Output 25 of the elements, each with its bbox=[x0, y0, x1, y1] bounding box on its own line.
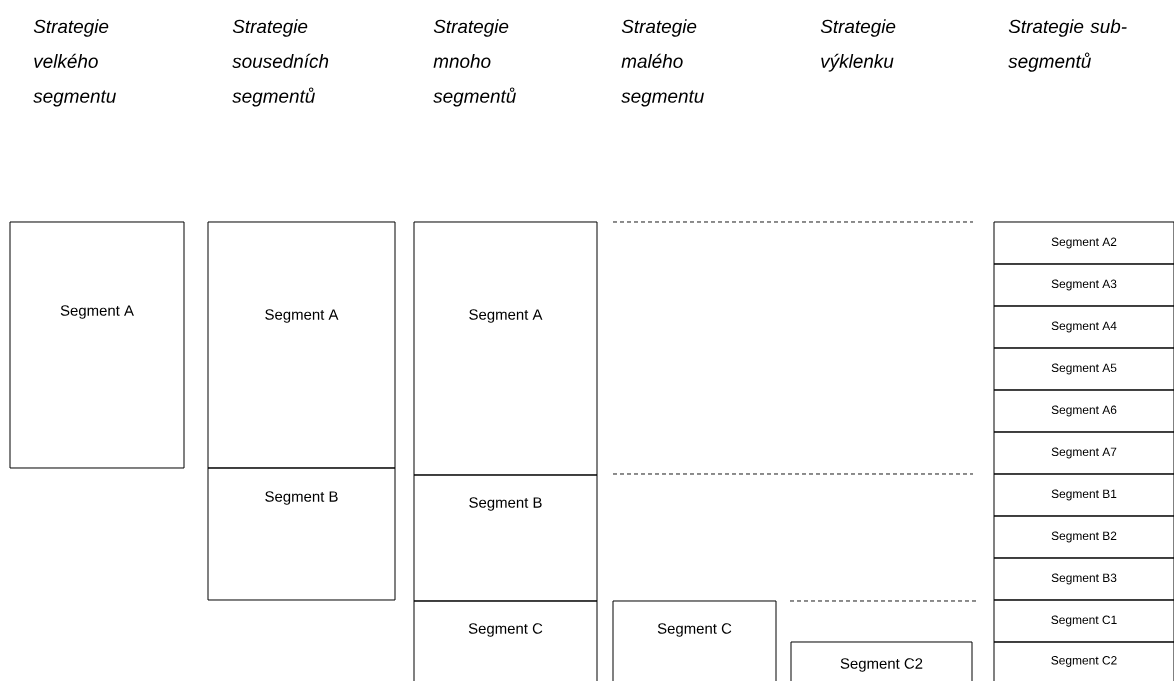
column-heading: Strategie sub-segmentů bbox=[1008, 19, 1127, 72]
segment-box: Segment B bbox=[413, 474, 598, 602]
column-heading: Strategie sousedních segmentů bbox=[232, 19, 329, 107]
segment-box: Segment A2 bbox=[993, 221, 1174, 265]
segment-box: Segment A7 bbox=[993, 431, 1174, 475]
column-heading: Strategie mnoho segmentů bbox=[433, 19, 516, 107]
segment-box: Segment C bbox=[612, 600, 777, 681]
segment-box: Segment B3 bbox=[993, 557, 1174, 601]
segment-box: Segment A bbox=[413, 221, 598, 476]
segment-box: Segment C2 bbox=[993, 641, 1174, 681]
segment-box: Segment C1 bbox=[993, 599, 1174, 643]
segment-box: Segment A4 bbox=[993, 305, 1174, 349]
segment-box: Segment B bbox=[207, 467, 396, 601]
column-heading: Strategie výklenku bbox=[820, 19, 896, 72]
segment-box: Segment C bbox=[413, 600, 598, 681]
segment-box: Segment B2 bbox=[993, 515, 1174, 559]
column-heading: Strategie velkého segmentu bbox=[33, 19, 116, 107]
column-heading: Strategie malého segmentu bbox=[621, 19, 704, 107]
segment-box: Segment C2 bbox=[790, 641, 973, 681]
segment-box: Segment A3 bbox=[993, 263, 1174, 307]
segment-box: Segment A5 bbox=[993, 347, 1174, 391]
segment-box: Segment B1 bbox=[993, 473, 1174, 517]
segment-box: Segment A bbox=[207, 221, 396, 469]
segment-box: Segment A6 bbox=[993, 389, 1174, 433]
segment-box: Segment A bbox=[9, 221, 185, 469]
